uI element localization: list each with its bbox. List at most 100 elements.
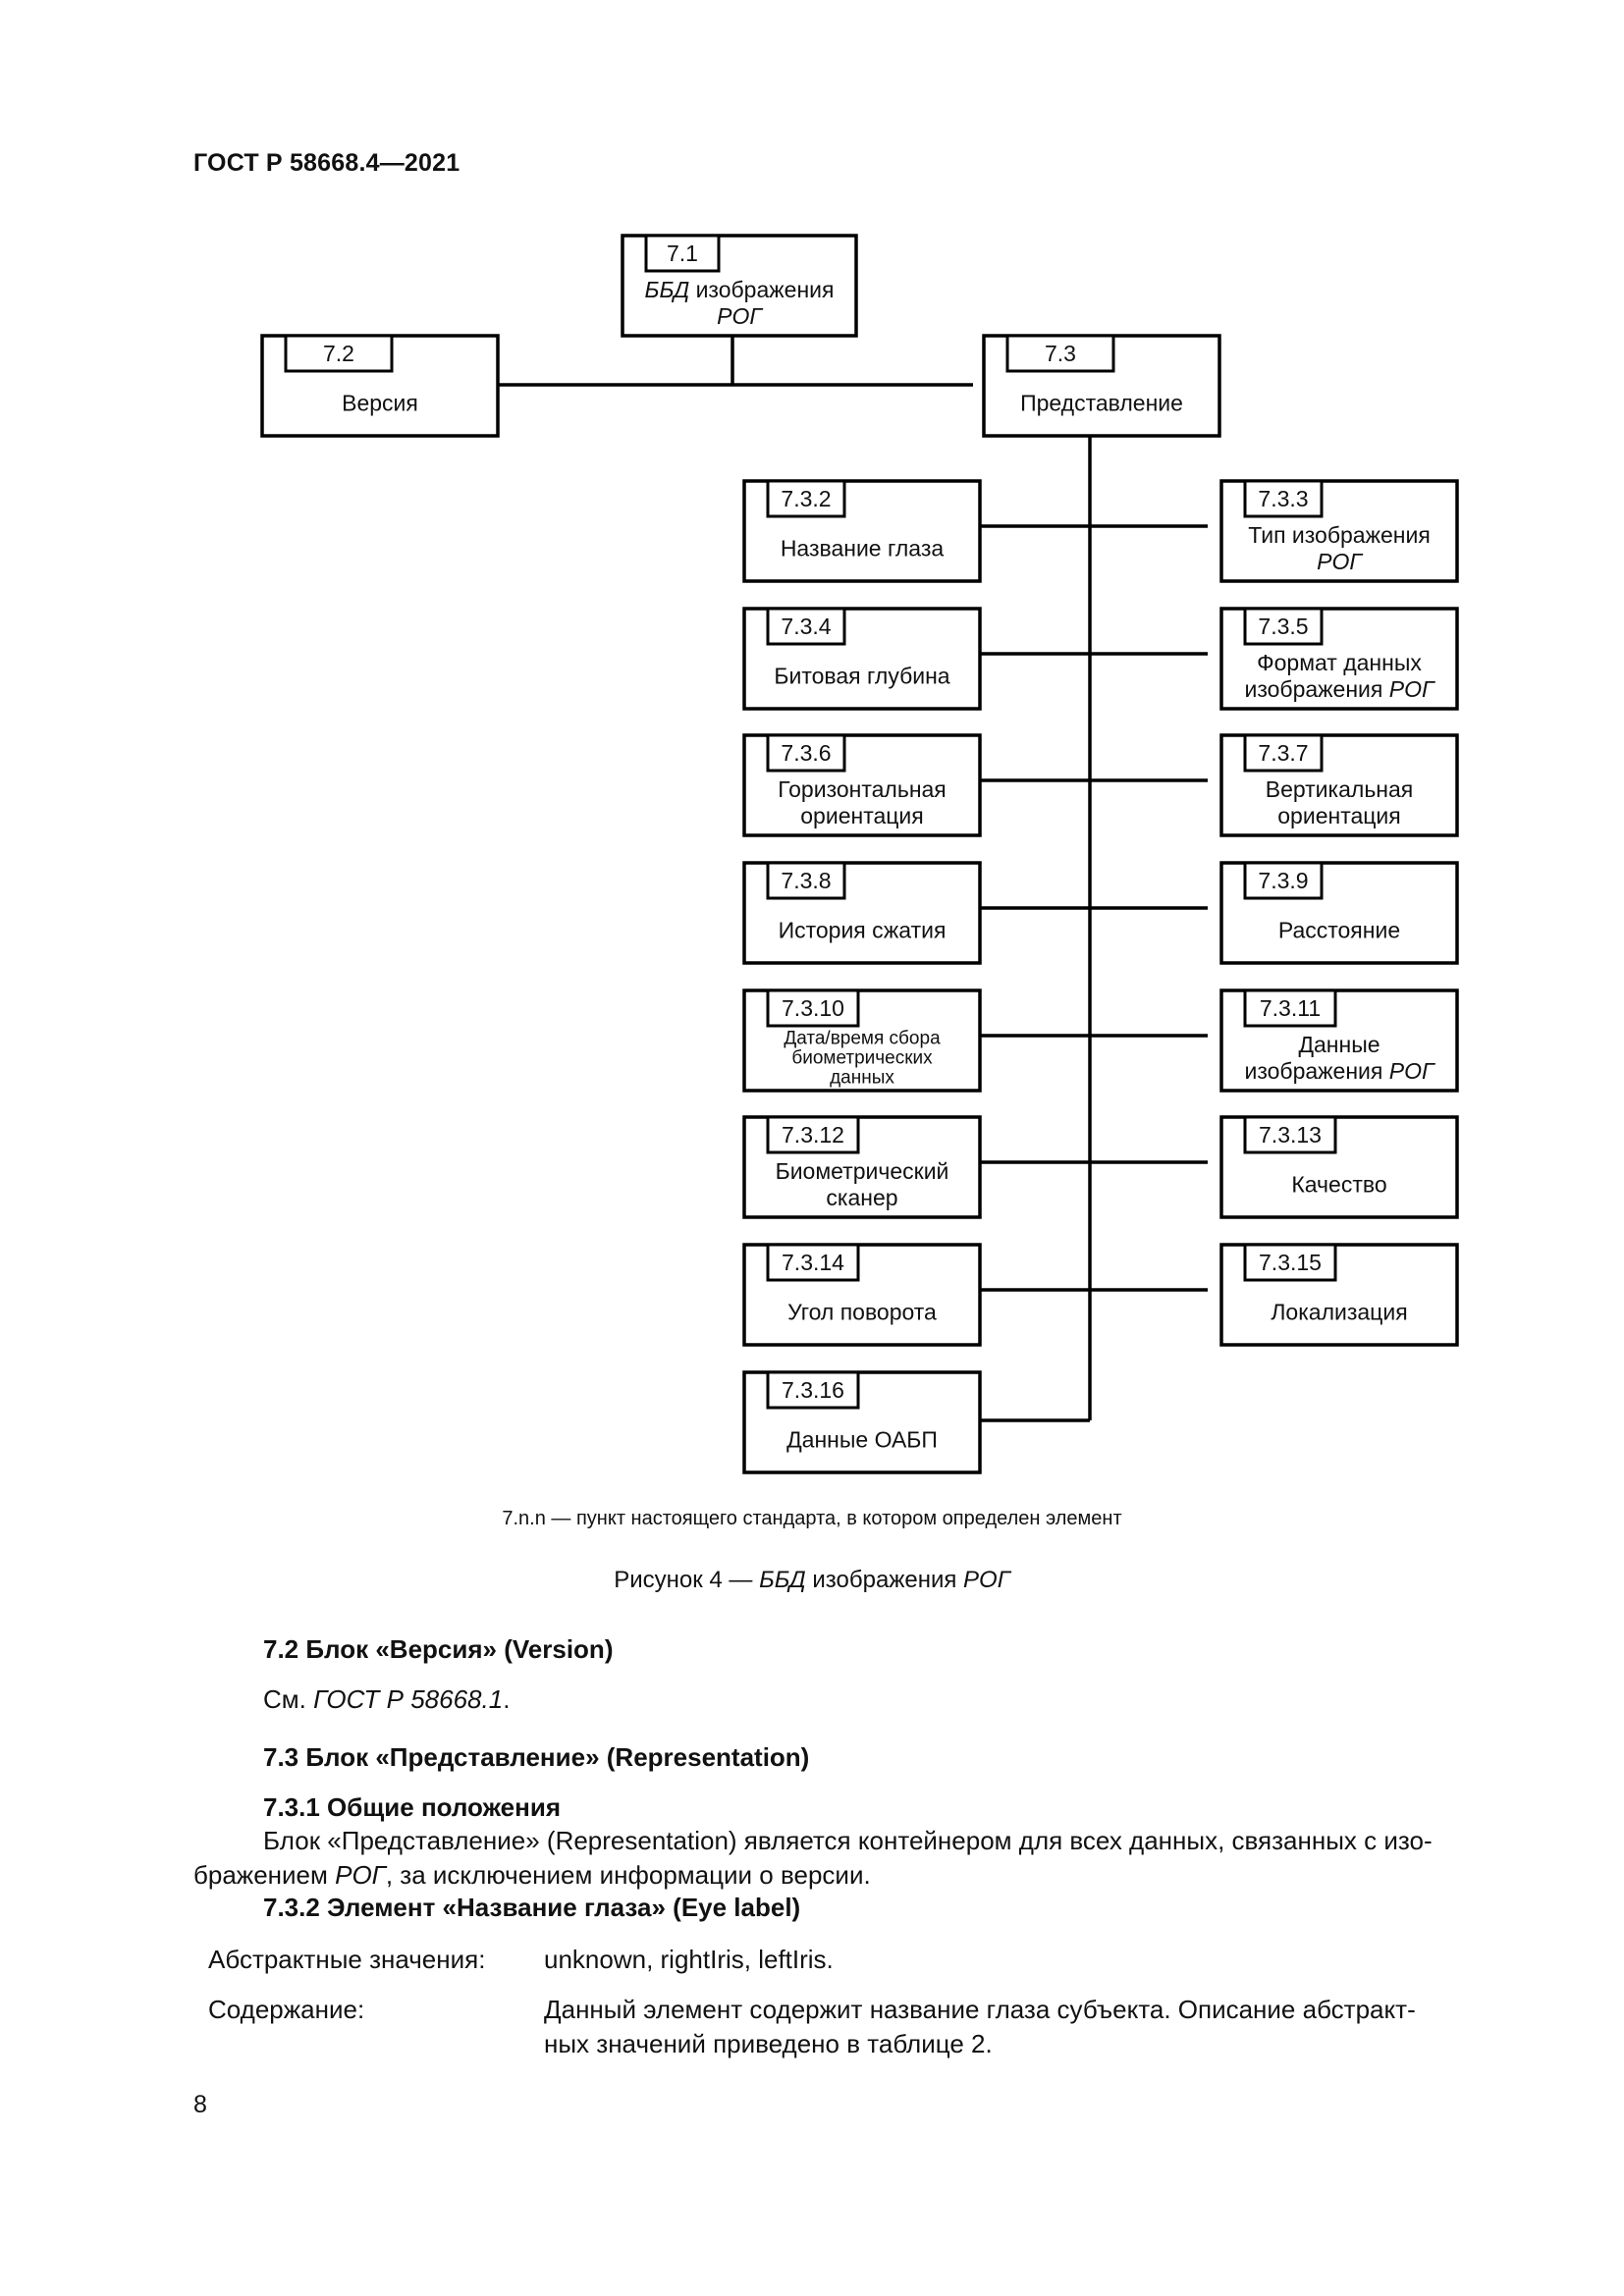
section-number: 7.3.2 — [781, 486, 831, 511]
section-number: 7.3.13 — [1259, 1122, 1322, 1148]
section-number-tab — [766, 607, 846, 646]
section-number: 7.3.4 — [781, 614, 831, 639]
box-label-line: Биометрический — [776, 1158, 949, 1184]
section-number: 7.3.3 — [1258, 486, 1308, 511]
section-7-3-1-line1: Блок «Представление» (Representation) яв… — [263, 1826, 1433, 1855]
caption-prefix: Рисунок 4 — — [614, 1567, 760, 1593]
section-number-tab — [1243, 733, 1324, 773]
content-line-2: ных значений приведено в таблице 2. — [544, 2029, 993, 2058]
section-number-tab — [1243, 607, 1324, 646]
box-label-line: Название глаза — [781, 536, 945, 561]
box-label-line: Угол поворота — [787, 1300, 937, 1325]
section-number: 7.3 — [1045, 341, 1076, 366]
s731-l2-a: бражением — [193, 1860, 336, 1890]
page-number: 8 — [193, 2091, 207, 2118]
figure-note: 7.n.n — пункт настоящего стандарта, в ко… — [502, 1508, 1122, 1529]
content-label: Содержание: — [208, 1995, 365, 2024]
caption-italic-2: РОГ — [963, 1567, 1010, 1593]
section-7-3-2-heading: 7.3.2 Элемент «Название глаза» (Eye labe… — [263, 1893, 801, 1922]
box-label-line: биометрических — [791, 1048, 933, 1069]
box-label-line: данных — [830, 1068, 894, 1089]
s72-ref: ГОСТ Р 58668.1 — [313, 1684, 504, 1714]
section-number-tab — [766, 988, 860, 1028]
box-label-line: Данные — [1298, 1032, 1380, 1057]
section-number: 7.3.6 — [781, 740, 831, 766]
section-number: 7.3.12 — [782, 1122, 844, 1148]
section-number-tab — [766, 733, 846, 773]
box-label-line: РОГ — [717, 303, 763, 329]
section-number-tab — [1243, 479, 1324, 518]
section-7-2-text: См. ГОСТ Р 58668.1. — [263, 1682, 510, 1717]
box-label-line: изображения РОГ — [1244, 676, 1435, 702]
box-label-line: ориентация — [1277, 803, 1400, 828]
section-number-tab — [766, 479, 846, 518]
section-number: 7.3.9 — [1258, 868, 1308, 893]
content-line-1: Данный элемент содержит название глаза с… — [544, 1995, 1416, 2024]
section-number: 7.3.15 — [1259, 1250, 1322, 1275]
section-number: 7.1 — [667, 240, 698, 266]
box-label-line: Битовая глубина — [774, 664, 949, 689]
box-label-line: Данные ОАБП — [786, 1427, 938, 1453]
section-7-3-1-heading: 7.3.1 Общие положения — [263, 1792, 561, 1822]
box-label-line: Представление — [1020, 391, 1183, 416]
box-label-line: Версия — [342, 391, 418, 416]
section-7-3-1-line2: бражением РОГ, за исключением информации… — [193, 1858, 871, 1893]
s731-l2-c: , за исключением информации о версии. — [385, 1860, 871, 1890]
box-label-line: Горизонтальная — [778, 776, 947, 802]
section-number: 7.3.5 — [1258, 614, 1308, 639]
box-label-line: Тип изображения — [1248, 522, 1431, 548]
section-number-tab — [1005, 334, 1115, 373]
section-number: 7.3.8 — [781, 868, 831, 893]
s72-prefix: См. — [263, 1684, 314, 1714]
caption-middle: изображения — [805, 1567, 964, 1593]
s72-suffix: . — [503, 1684, 511, 1714]
section-number: 7.2 — [323, 341, 354, 366]
connector-lines — [493, 336, 1208, 1422]
section-number: 7.3.14 — [782, 1250, 844, 1275]
caption-italic-1: ББД — [759, 1567, 806, 1593]
section-7-2-heading: 7.2 Блок «Версия» (Version) — [263, 1634, 614, 1664]
abstract-values-label: Абстрактные значения: — [208, 1945, 486, 1974]
section-number-tab — [766, 1370, 860, 1410]
document-header: ГОСТ Р 58668.4—2021 — [193, 149, 460, 177]
section-number-tab — [1243, 861, 1324, 900]
section-number-tab — [766, 861, 846, 900]
section-number-tab — [1243, 988, 1337, 1028]
section-number: 7.3.16 — [782, 1377, 844, 1403]
box-label-line: Качество — [1291, 1172, 1386, 1198]
section-number-tab — [766, 1243, 860, 1282]
box-label-line: Формат данных — [1257, 650, 1422, 675]
box-label-line: Расстояние — [1278, 918, 1400, 943]
box-label-line: ББД изображения — [645, 277, 835, 302]
section-number-tab — [1243, 1115, 1337, 1154]
figure-caption: Рисунок 4 — ББД изображения РОГ — [0, 1567, 1624, 1594]
box-label-line: Локализация — [1271, 1300, 1407, 1325]
box-label-line: сканер — [826, 1185, 897, 1210]
section-number: 7.3.10 — [782, 995, 844, 1021]
section-number: 7.3.11 — [1260, 995, 1321, 1021]
s731-l2-b: РОГ — [335, 1860, 386, 1890]
section-number-tab — [644, 234, 721, 273]
box-label-line: Дата/время сбора — [784, 1029, 941, 1049]
section-number-tab — [766, 1115, 860, 1154]
box-label-line: Вертикальная — [1266, 776, 1414, 802]
section-number-tab — [284, 334, 394, 373]
